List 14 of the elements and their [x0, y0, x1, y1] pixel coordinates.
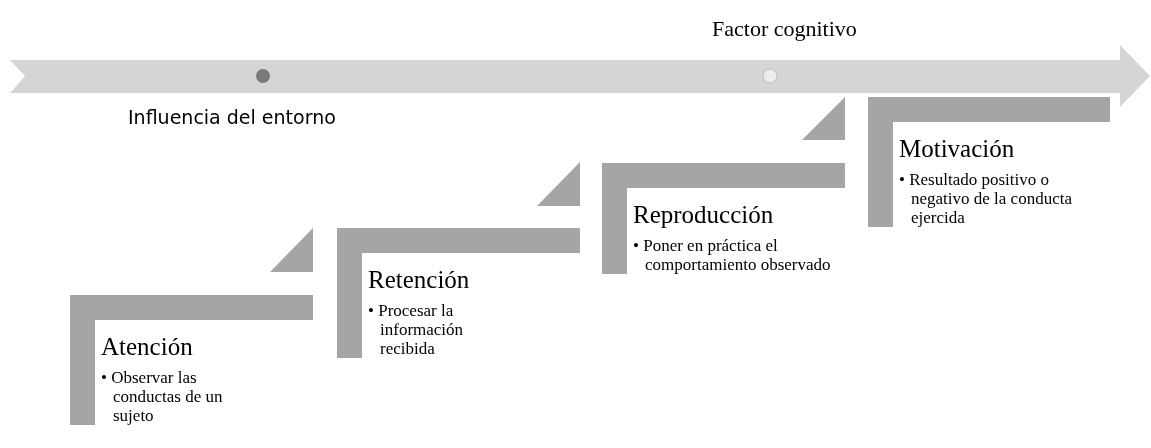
- step-description: • Procesar la información recibida: [368, 301, 465, 358]
- step-bracket: [70, 295, 313, 425]
- step-bracket: [868, 97, 1110, 227]
- step-title: Retención: [368, 265, 470, 295]
- step-description: • Poner en práctica el comportamiento observado: [633, 236, 832, 274]
- step-description: • Observar las conductas de un sujeto: [101, 368, 224, 425]
- step-title: Reproducción: [633, 200, 774, 230]
- step-description: • Resultado positivo o negativo de la conducta ejercida: [899, 170, 1073, 227]
- timeline-label: Influencia del entorno: [128, 106, 336, 128]
- step-title: Atención: [101, 332, 193, 362]
- step-title: Motivación: [899, 134, 1015, 164]
- step-bracket: [602, 163, 845, 274]
- step-bracket: [337, 228, 580, 358]
- timeline-label: Factor cognitivo: [712, 16, 857, 42]
